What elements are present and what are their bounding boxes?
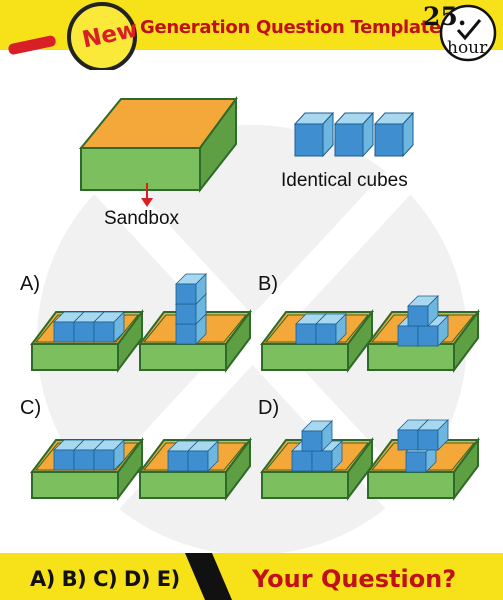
clock-unit: hour: [447, 38, 488, 58]
footer-bar: [0, 553, 503, 600]
magnifier-icon: [8, 2, 137, 70]
option-b-right-box: [367, 295, 479, 371]
option-d-left-box: [261, 420, 373, 499]
cubes-label: Identical cubes: [281, 170, 408, 191]
answer-choices[interactable]: A) B) C) D) E): [30, 567, 180, 591]
clock-icon: [439, 4, 497, 62]
option-a-label[interactable]: A): [20, 273, 40, 295]
option-d-right-box: [367, 419, 479, 499]
option-b-left-box: [261, 311, 373, 371]
clock-number: 25.: [423, 2, 467, 31]
identical-cubes-figure: [293, 111, 415, 158]
arrow-down-icon: [141, 183, 153, 207]
option-d-label[interactable]: D): [258, 397, 280, 419]
page-title: Generation Question Template: [140, 17, 441, 38]
option-c-label[interactable]: C): [20, 397, 42, 419]
sandbox-figure: [78, 96, 238, 193]
question-prompt: Your Question?: [252, 565, 457, 593]
option-a-right-box: [139, 273, 251, 371]
option-c-left-box: [31, 439, 143, 499]
option-a-left-box: [31, 311, 143, 371]
option-b-label[interactable]: B): [258, 273, 278, 295]
option-c-right-box: [139, 439, 251, 499]
sandbox-label: Sandbox: [104, 208, 180, 229]
